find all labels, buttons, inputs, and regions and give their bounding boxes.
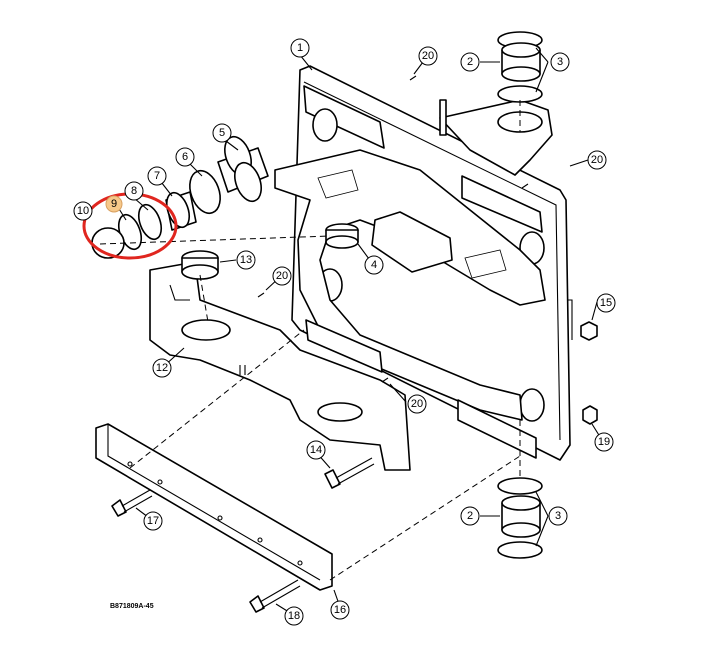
callout-20-bottom: 20: [407, 394, 427, 414]
callout-19: 19: [594, 432, 614, 452]
callout-9: 9: [111, 198, 117, 210]
callout-10: 10: [73, 201, 93, 221]
svg-text:16: 16: [334, 604, 346, 616]
svg-text:19: 19: [598, 436, 610, 448]
bushing-5: [217, 135, 269, 203]
callout-7: 7: [147, 166, 167, 186]
bushing-13: [181, 250, 219, 280]
callout-3-top: 3: [550, 52, 570, 72]
bolt-18: [249, 579, 301, 613]
svg-text:17: 17: [147, 515, 159, 527]
svg-text:12: 12: [156, 362, 168, 374]
svg-text:1: 1: [297, 42, 303, 54]
callout-20-mid: 20: [272, 266, 292, 286]
bolt-17: [111, 489, 153, 517]
callout-4: 4: [364, 255, 384, 275]
svg-text:15: 15: [600, 297, 612, 309]
svg-text:10: 10: [77, 205, 89, 217]
svg-text:5: 5: [219, 127, 225, 139]
callout-2-top: 2: [460, 52, 480, 72]
bushing-4: [325, 223, 359, 249]
callout-20-right: 20: [587, 150, 607, 170]
nut-19: [582, 405, 598, 425]
svg-text:3: 3: [555, 510, 561, 522]
callout-15: 15: [596, 293, 616, 313]
callout-2-bottom: 2: [460, 506, 480, 526]
assembly-lines: [99, 100, 521, 581]
nut-15: [580, 321, 598, 341]
callout-20-top: 20: [418, 46, 438, 66]
callout-12: 12: [152, 358, 172, 378]
callout-1: 1: [290, 38, 310, 58]
svg-text:9: 9: [111, 198, 117, 210]
drawing-code: B871809A-45: [110, 603, 154, 610]
svg-text:20: 20: [411, 398, 423, 410]
svg-text:13: 13: [240, 254, 252, 266]
svg-text:2: 2: [467, 56, 473, 68]
highlight-badge: [105, 195, 123, 213]
callout-5: 5: [212, 123, 232, 143]
callout-8: 8: [124, 181, 144, 201]
svg-text:4: 4: [371, 259, 377, 271]
svg-text:2: 2: [467, 510, 473, 522]
svg-text:20: 20: [591, 154, 603, 166]
svg-text:8: 8: [131, 185, 137, 197]
bushing-7: [165, 191, 197, 231]
grease-fittings: [257, 75, 529, 383]
callout-16: 16: [330, 600, 350, 620]
pivot-arm: [149, 261, 411, 471]
ring-8: [137, 203, 163, 241]
flat-bar: [95, 423, 333, 591]
svg-text:3: 3: [557, 56, 563, 68]
callout-14: 14: [306, 440, 326, 460]
svg-text:20: 20: [276, 270, 288, 282]
callout-17: 17: [143, 511, 163, 531]
bushing-top: [497, 31, 543, 103]
callout-6: 6: [175, 147, 195, 167]
svg-text:6: 6: [182, 151, 188, 163]
main-frame: [274, 65, 573, 461]
svg-text:18: 18: [288, 610, 300, 622]
bolt-14: [324, 457, 375, 489]
callout-13: 13: [236, 250, 256, 270]
svg-text:7: 7: [154, 170, 160, 182]
svg-text:14: 14: [310, 444, 322, 456]
svg-text:20: 20: [422, 50, 434, 62]
callout-3-bottom: 3: [548, 506, 568, 526]
callout-18: 18: [284, 606, 304, 626]
bushing-bottom: [497, 477, 543, 559]
